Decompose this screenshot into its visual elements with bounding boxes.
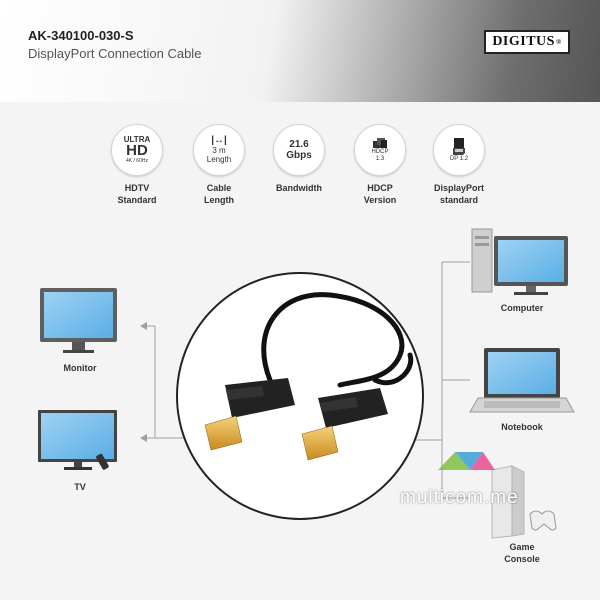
- bandwidth-unit: Gbps: [286, 150, 312, 161]
- uhd-top-text: ULTRA: [123, 134, 151, 144]
- feature-displayport: DP 1.2 DisplayPort standard: [420, 124, 498, 206]
- uhd-bot-text: 4K / 60Hz: [126, 157, 148, 164]
- feature-label: Bandwidth: [260, 182, 338, 194]
- brand-name: DIGITUS: [492, 34, 555, 49]
- bandwidth-icon: 21.6 Gbps: [273, 124, 325, 176]
- feature-label-line2: standard: [439, 195, 478, 205]
- computer-label: Computer: [500, 303, 544, 313]
- game-console-label: Game Console: [482, 541, 562, 565]
- feature-bandwidth: 21.6 Gbps Bandwidth: [260, 124, 338, 194]
- bandwidth-value: 21.6: [289, 139, 309, 150]
- brand-logo: DIGITUS®: [484, 30, 570, 54]
- cable-circle: [176, 272, 424, 520]
- uhd-mid-text: HD: [126, 141, 148, 159]
- feature-label-line1: HDTV: [124, 183, 150, 193]
- hdcp-text: HDCP: [371, 149, 389, 155]
- tv-icon: [38, 410, 117, 470]
- game-console-label-line2: Console: [504, 554, 540, 564]
- computer-icon: [471, 228, 568, 295]
- tv-label: TV: [74, 482, 86, 492]
- feature-label-line2: Version: [363, 195, 397, 205]
- cable-length-icon: |↔| 3 m Length: [193, 124, 245, 176]
- hdcp-version-text: 1.3: [375, 156, 385, 162]
- product-sku: AK-340100-030-S: [28, 28, 134, 43]
- length-caption: Length: [206, 155, 232, 164]
- feature-label-line2: Standard: [117, 195, 157, 205]
- feature-label: Cable Length: [180, 182, 258, 206]
- displayport-cable-icon: [204, 292, 414, 461]
- feature-label-line1: Cable: [206, 183, 232, 193]
- length-value: 3 m: [212, 146, 226, 155]
- feature-hdcp: HDCP 1.3 HDCP Version: [341, 124, 419, 206]
- double-arrow-icon: |↔|: [211, 135, 227, 146]
- monitor-icon: [40, 288, 117, 353]
- notebook-icon: [469, 348, 575, 413]
- uhd-icon: ULTRA HD 4K / 60Hz: [111, 124, 163, 176]
- hdcp-icon: HDCP 1.3: [354, 124, 406, 176]
- feature-label: HDTV Standard: [98, 182, 176, 206]
- feature-cable-length: |↔| 3 m Length Cable Length: [180, 124, 258, 206]
- notebook-label: Notebook: [501, 422, 543, 432]
- watermark-logo-icon: [438, 452, 495, 470]
- game-console-icon: [491, 465, 557, 539]
- dp-version-text: DP 1.2: [449, 155, 469, 162]
- feature-label: DisplayPort standard: [420, 182, 498, 206]
- feature-label: HDCP Version: [341, 182, 419, 206]
- monitor-label: Monitor: [63, 363, 97, 373]
- game-console-label-line1: Game: [509, 542, 535, 552]
- brand-registered-mark: ®: [555, 38, 562, 46]
- feature-label-line1: HDCP: [367, 183, 393, 193]
- feature-label-line2: Length: [204, 195, 234, 205]
- feature-hdtv: ULTRA HD 4K / 60Hz HDTV Standard: [98, 124, 176, 206]
- header-banner: AK-340100-030-S DisplayPort Connection C…: [0, 0, 600, 102]
- displayport-icon: DP 1.2: [433, 124, 485, 176]
- watermark-text: multicom.me: [400, 487, 519, 508]
- product-title: DisplayPort Connection Cable: [28, 46, 202, 61]
- hdcp-badge-icon: [373, 138, 387, 148]
- dp-connector-icon: [453, 137, 465, 155]
- feature-label-line1: DisplayPort: [433, 183, 484, 193]
- feature-label-line1: Bandwidth: [276, 183, 322, 193]
